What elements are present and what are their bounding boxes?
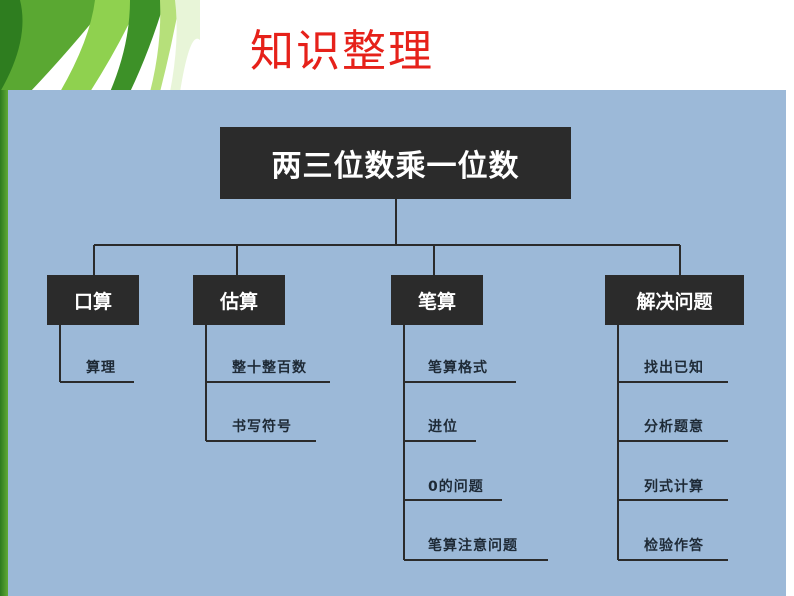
branch-node-oral: 口算 — [47, 275, 139, 325]
branch-node-estimate: 估算 — [193, 275, 285, 325]
leaf-node: 笔算注意问题 — [428, 538, 518, 554]
leaf-node: 0的问题 — [428, 479, 484, 495]
leaf-node: 算理 — [86, 360, 116, 376]
leaf-node: 整十整百数 — [232, 360, 307, 376]
branch-node-problem-solving: 解决问题 — [605, 275, 744, 325]
page-title: 知识整理 — [250, 26, 434, 77]
root-node: 两三位数乘一位数 — [220, 127, 571, 199]
leaf-node: 分析题意 — [644, 419, 704, 435]
leaf-node: 找出已知 — [644, 360, 704, 376]
leaf-node: 检验作答 — [644, 538, 704, 554]
leaf-node: 笔算格式 — [428, 360, 488, 376]
leaf-node: 列式计算 — [644, 479, 704, 495]
branch-node-written: 笔算 — [391, 275, 483, 325]
green-leaf-decoration — [0, 0, 200, 92]
leaf-node: 书写符号 — [232, 419, 292, 435]
leaf-node: 进位 — [428, 419, 458, 435]
